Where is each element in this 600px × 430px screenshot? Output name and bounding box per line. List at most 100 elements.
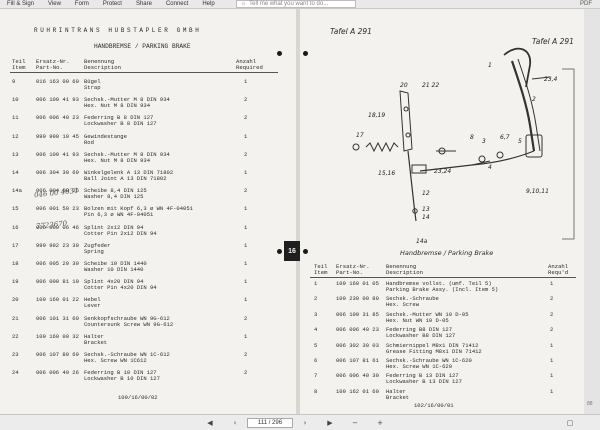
item-number: 2 (314, 295, 318, 303)
description-en: Spring (84, 247, 104, 255)
part-number: 109 160 01 05 (336, 280, 379, 287)
description-de: Winkelgelenk A 13 DIN 71802 (84, 169, 174, 176)
part-number: 006 304 30 69 (36, 169, 79, 176)
plate-label-left: Tafel A 291 (330, 27, 372, 36)
tell-me-search[interactable]: ☼ Tell me what you want to do... (235, 0, 356, 8)
item-number: 4 (314, 326, 318, 334)
section-tab: 16 (284, 241, 300, 261)
quantity: 1 (550, 372, 554, 380)
menu-bar: Fill & Sign View Form Protect Share Conn… (0, 0, 600, 9)
description-de: Sechsk.-Mutter WN 10 D-05 (386, 310, 469, 318)
menu-help[interactable]: Help (202, 1, 215, 7)
description-en: Bracket (84, 338, 108, 346)
quantity: 1 (244, 223, 248, 231)
description-en: Hex. Screw WN 1C-620 (386, 363, 453, 371)
quantity: 1 (244, 260, 248, 267)
callout-21-22: 21 22 (422, 82, 439, 89)
description-en: Hex. Nut M 8 DIN 934 (84, 102, 151, 110)
quantity: 2 (244, 96, 248, 104)
description-de: Hebel (84, 296, 101, 304)
part-number: 006 009 06 46 (36, 223, 79, 231)
item-number: 12 (12, 132, 19, 140)
part-number: 006 302 30 03 (336, 341, 379, 349)
quantity: 1 (244, 169, 248, 176)
description-de: Halter (84, 332, 104, 340)
next-page-button[interactable]: ▶ (327, 419, 333, 427)
description-en: Hex. Nut M 8 DIN 934 (84, 156, 151, 164)
description-de: Bolzen mit Kopf 6,3 ø WN 4F-04051 (84, 205, 193, 213)
quantity: 2 (244, 150, 248, 158)
side-panel-label: 88 (587, 401, 593, 407)
quantity: 2 (550, 295, 554, 303)
quantity: 1 (550, 357, 554, 364)
part-number: 006 107 80 69 (36, 351, 79, 358)
description-en: Lever (84, 302, 101, 310)
menu-form[interactable]: Form (74, 1, 89, 7)
description-en: Hex. Screw (386, 301, 420, 309)
menu-share[interactable]: Share (135, 1, 152, 7)
callout-8: 8 (470, 134, 474, 141)
zoom-out-icon[interactable]: − (352, 419, 358, 427)
callout-12: 12 (422, 190, 430, 197)
callout-15-16: 15,16 (378, 170, 395, 177)
company-name: RUHRINTRANS HUBSTAPLER GMBH (34, 27, 202, 34)
header-rule (310, 277, 576, 278)
menu-right-label: PDF (580, 1, 592, 7)
menu-protect[interactable]: Protect (102, 1, 122, 7)
quantity: 1 (244, 278, 248, 286)
part-number: 006 006 40 30 (336, 372, 379, 380)
page-down-icon[interactable]: › (303, 419, 307, 427)
description-de: Federring B8 DIN 127 (386, 326, 453, 334)
diagram-caption: Handbremse / Parking Brake (400, 249, 494, 257)
part-number: 006 004 08 26 (36, 187, 79, 195)
page-number-input[interactable]: 111 / 296 (247, 418, 293, 428)
item-number: 23 (12, 351, 19, 358)
description-de: Halter (386, 387, 406, 395)
description-en: Bracket (386, 393, 410, 401)
item-number: 7 (314, 372, 318, 380)
menu-fill-sign[interactable]: Fill & Sign (7, 1, 35, 7)
description-en: Lockwasher B 13 DIN 127 (386, 378, 462, 386)
description-en: Washer 8,4 DIN 125 (84, 193, 144, 201)
tell-me-placeholder: Tell me what you want to do... (249, 1, 329, 7)
callout-13: 13 (422, 206, 430, 213)
page-up-icon[interactable]: ‹ (233, 419, 237, 427)
description-de: Scheibe 10 DIN 1440 (84, 260, 147, 267)
description-de: Sechsk.-Mutter M 8 DIN 934 (84, 150, 170, 158)
part-number: 006 107 81 61 (336, 357, 379, 364)
part-number: 109 160 01 22 (36, 296, 79, 304)
parking-brake-diagram: 1 2 23,4 20 21 22 18,19 17 23,24 15,16 1… (352, 47, 575, 245)
callout-17: 17 (356, 132, 364, 139)
quantity: 1 (244, 241, 248, 249)
quantity: 1 (244, 296, 248, 304)
right-page: Tafel A 291 Tafel A 291 (300, 9, 584, 414)
item-number: 6 (314, 357, 318, 364)
fit-page-icon[interactable]: ▢ (566, 419, 574, 427)
description-de: Gewindestange (84, 132, 127, 140)
part-number: 006 109 31 85 (336, 310, 379, 318)
description-de: Federring B 13 DIN 127 (386, 372, 459, 380)
description-de: Zugfeder (84, 241, 111, 249)
description-en: Pin 6,3 ø WN 4F-04051 (84, 211, 154, 219)
description-en: Lockwasher B 8 DIN 127 (84, 120, 157, 128)
item-number: 5 (314, 341, 318, 349)
menu-view[interactable]: View (48, 1, 61, 7)
punch-hole (303, 249, 308, 254)
description-en: Strap (84, 84, 101, 92)
description-en: Parking Brake Assy. (Incl. Item 5) (386, 286, 499, 294)
document-area[interactable]: RUHRINTRANS HUBSTAPLER GMBH HANDBREMSE /… (0, 9, 600, 414)
item-number: 13 (12, 150, 19, 158)
menu-connect[interactable]: Connect (165, 1, 189, 7)
zoom-in-icon[interactable]: + (377, 419, 383, 427)
part-number: 999 992 23 30 (36, 241, 79, 249)
quantity: 2 (550, 310, 554, 318)
previous-page-button[interactable]: ◀ (207, 419, 213, 427)
header-rule (10, 72, 278, 73)
description-de: Federring B 10 DIN 127 (84, 369, 157, 377)
description-de: Sechsk.-Schraube WN 1C-612 (84, 351, 170, 358)
description-en: Hex. Nut WN 10 D-05 (386, 316, 449, 324)
punch-hole (277, 51, 282, 56)
right-page-footer: 102/16/00/01 (414, 402, 454, 409)
